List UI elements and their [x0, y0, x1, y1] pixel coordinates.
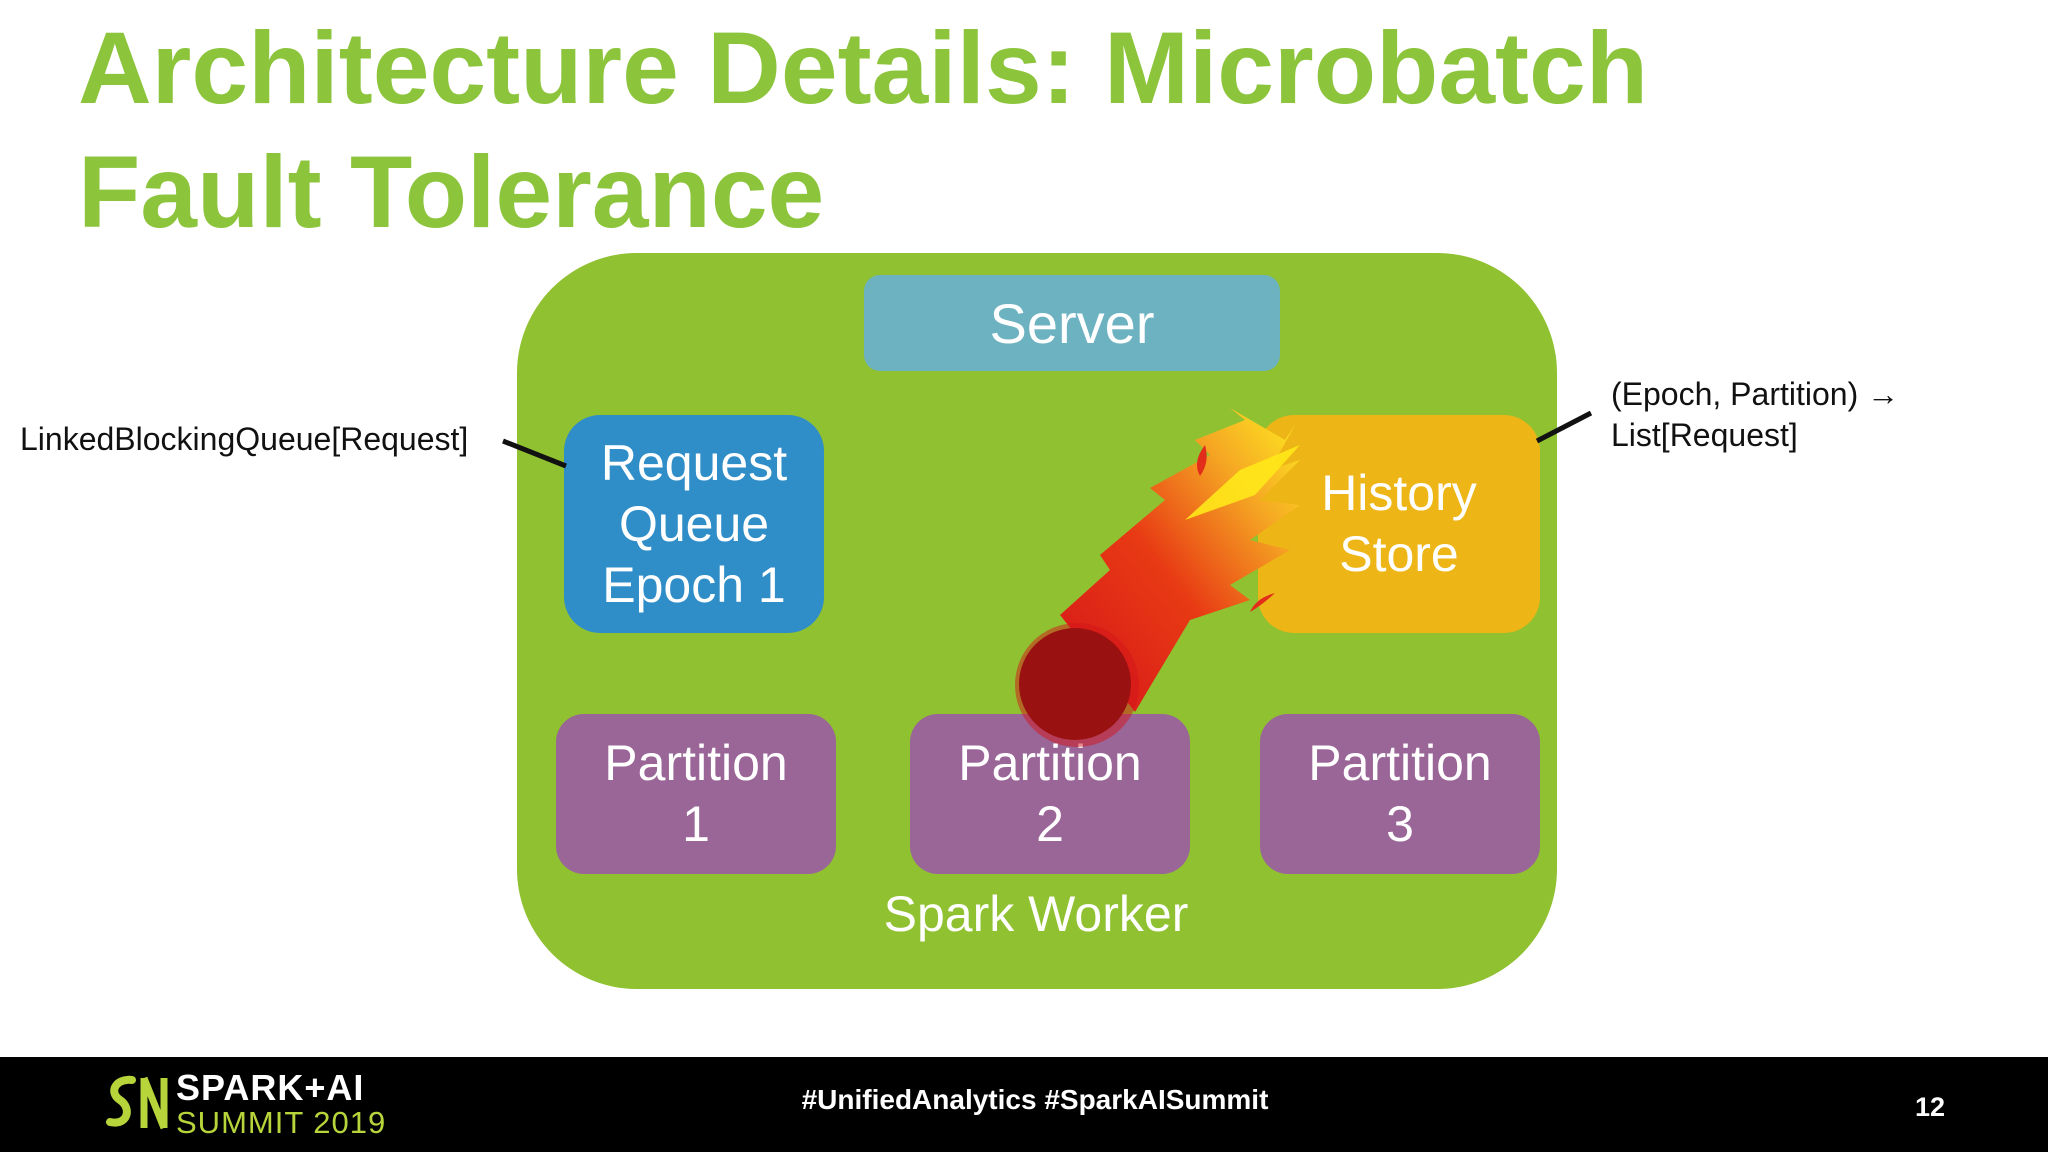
server-node: Server — [864, 275, 1280, 371]
logo-line2: SUMMIT 2019 — [176, 1105, 387, 1140]
fireball-spark-2 — [1250, 593, 1275, 612]
partition-3-line2: 3 — [1386, 796, 1414, 852]
request-queue-line2: Queue — [618, 495, 770, 552]
partition-1-node: Partition 1 — [556, 714, 836, 874]
server-label: Server — [989, 291, 1155, 355]
callout-right-connector — [1535, 410, 1593, 444]
partition-2-line2: 2 — [1036, 796, 1064, 852]
slide-title: Architecture Details: Microbatch Fault T… — [78, 6, 1878, 254]
request-queue-line1: Request — [600, 434, 788, 491]
footer-bar — [0, 1057, 2048, 1152]
callout-left: LinkedBlockingQueue[Request] — [20, 421, 469, 457]
partition-3-node: Partition 3 — [1260, 714, 1540, 874]
fireball-spark-1 — [1196, 445, 1207, 476]
logo-line1: SPARK+AI — [176, 1067, 365, 1108]
partition-1-line2: 1 — [682, 796, 710, 852]
callout-right-line2: List[Request] — [1611, 417, 1798, 453]
history-store-line1: History — [1321, 465, 1477, 521]
partition-3-line1: Partition — [1308, 735, 1492, 791]
footer-hashtags: #UnifiedAnalytics #SparkAISummit — [801, 1084, 1269, 1115]
history-store-line2: Store — [1339, 526, 1459, 582]
history-store-node: History Store — [1258, 415, 1540, 633]
partition-2-line1: Partition — [958, 735, 1142, 791]
partition-1-line1: Partition — [604, 735, 788, 791]
request-queue-node: Request Queue Epoch 1 — [564, 415, 824, 633]
spark-worker-label: Spark Worker — [883, 886, 1189, 942]
callout-right-line1: (Epoch, Partition) → — [1611, 376, 1900, 412]
fireball-core — [1019, 628, 1131, 740]
request-queue-line3: Epoch 1 — [602, 556, 786, 613]
callout-right: (Epoch, Partition) → List[Request] — [1611, 374, 1899, 456]
slide-title-line1: Architecture Details: Microbatch — [78, 11, 1649, 125]
slide-number: 12 — [1914, 1092, 1946, 1122]
partition-2-node: Partition 2 — [910, 714, 1190, 874]
fireball-streak — [1185, 445, 1300, 520]
spark-ai-logo-icon — [106, 1075, 168, 1130]
slide-title-line2: Fault Tolerance — [78, 135, 825, 249]
callout-left-connector — [502, 438, 567, 469]
